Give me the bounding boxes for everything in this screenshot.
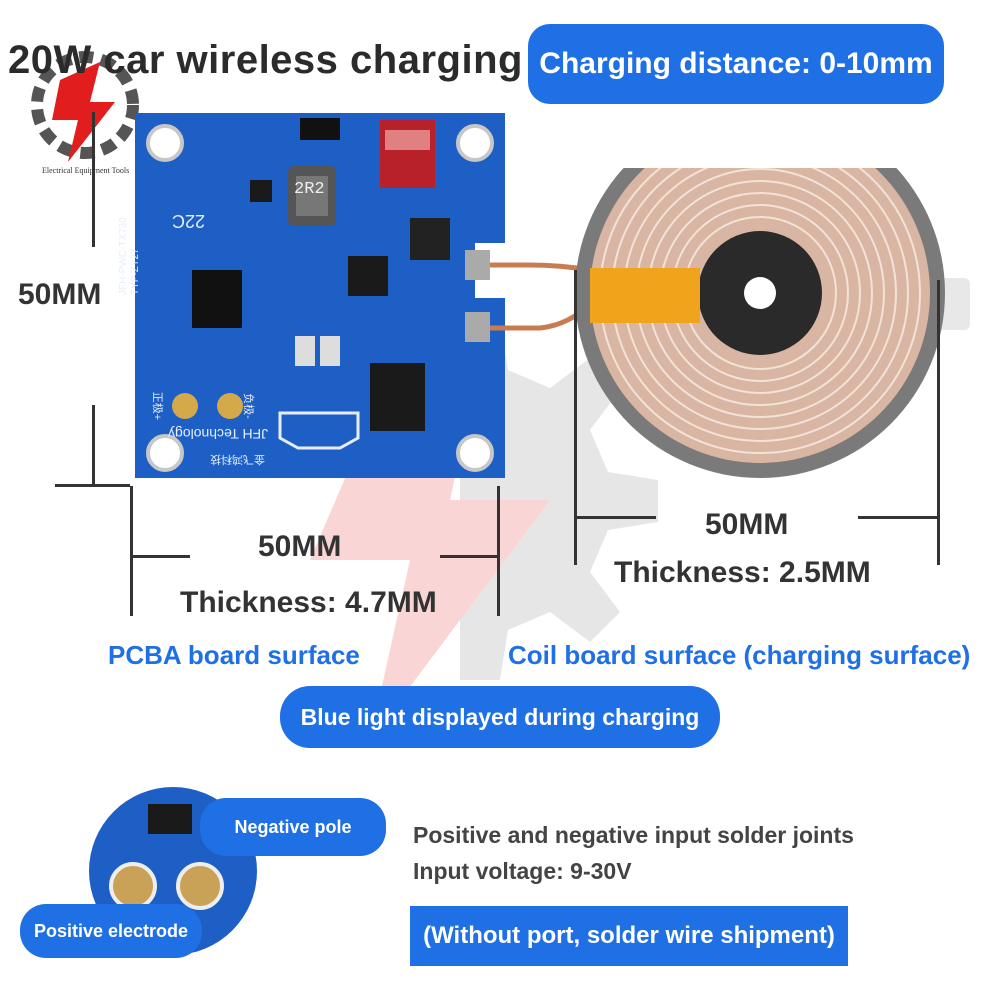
negative-pole-tag: Negative pole: [200, 798, 386, 856]
pcb-width-line-right-h: [440, 555, 497, 558]
pcb-silk-chinese: 金飞鸿科技: [210, 453, 265, 465]
pcb-silk-brand: JFH Technology: [168, 426, 269, 442]
pcb-width-line-left-h: [130, 555, 190, 558]
pcb-height-line-top: [92, 112, 95, 247]
logo-text: Electrical Equipment Tools: [42, 166, 130, 175]
input-voltage-text: Input voltage: 9-30V: [413, 858, 632, 884]
pcb-width-line-left-v: [130, 486, 133, 616]
pcb-height-tick-bottom: [55, 484, 130, 487]
pcb-height-label: 50MM: [18, 278, 102, 311]
pcb-silk-negative: 负极-: [241, 393, 254, 419]
blue-light-notice: Blue light displayed during charging: [280, 686, 720, 748]
coil-width-label: 50MM: [705, 508, 789, 541]
coil-width-line-left-h: [574, 516, 656, 519]
pcb-width-line-right-v: [497, 486, 500, 616]
charging-coil: [575, 168, 970, 478]
coil-caption: Coil board surface (charging surface): [508, 640, 971, 670]
solder-joints-text: Positive and negative input solder joint…: [413, 822, 854, 848]
pcb-silk-22c: 22C: [172, 211, 206, 231]
shipment-note: (Without port, solder wire shipment): [410, 906, 848, 966]
pcba-board: [135, 113, 505, 478]
pcb-thickness: Thickness: 4.7MM: [180, 586, 437, 619]
pcb-height-line-bottom: [92, 405, 95, 485]
pcb-inductor-label: 2R2: [294, 180, 325, 199]
pcb-silk-type: TYP-ZY27: [130, 248, 141, 295]
pcb-width-label: 50MM: [258, 530, 342, 563]
brand-logo-icon: [31, 51, 139, 162]
positive-electrode-tag: Positive electrode: [20, 904, 202, 958]
pcb-silk-model: JFH-PWC-TX730: [118, 217, 129, 295]
charging-distance-badge: Charging distance: 0-10mm: [528, 24, 944, 104]
pcb-caption: PCBA board surface: [108, 640, 360, 670]
pcb-silk-positive: 正极+: [151, 391, 164, 421]
coil-thickness: Thickness: 2.5MM: [614, 556, 871, 589]
coil-width-line-left-v: [574, 270, 577, 565]
coil-width-line-right-h: [858, 516, 940, 519]
page-title: 20W car wireless charging: [8, 38, 523, 82]
coil-width-line-right-v: [937, 280, 940, 565]
